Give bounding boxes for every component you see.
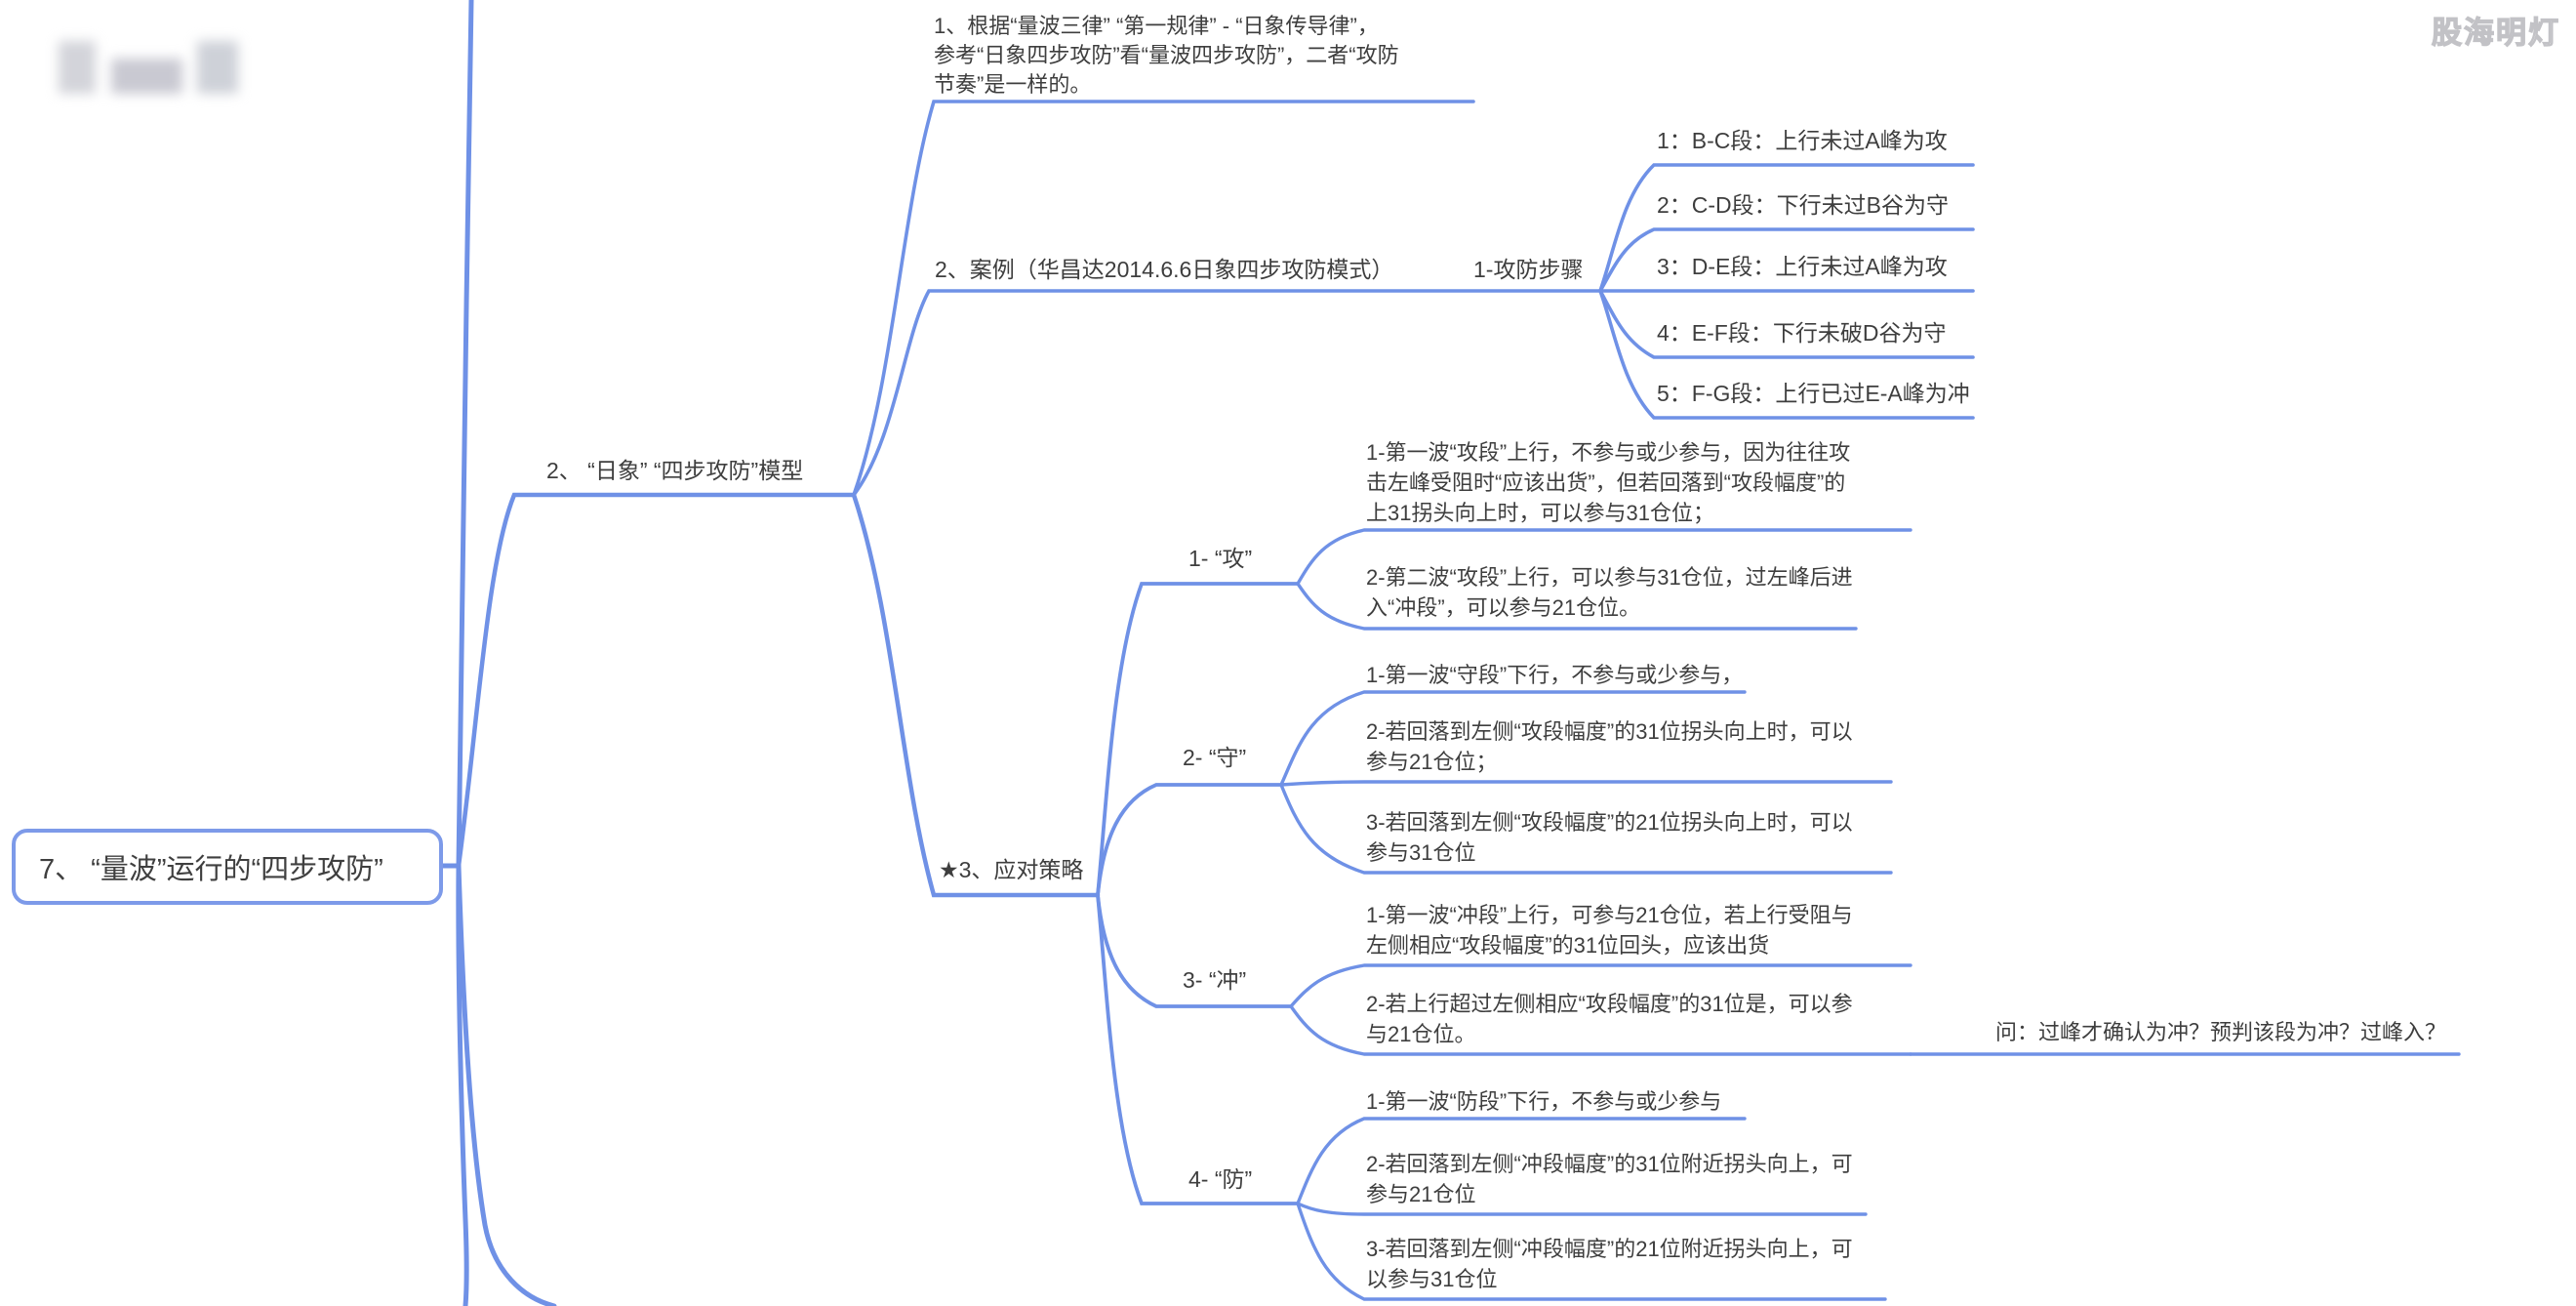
logo-block xyxy=(197,41,238,94)
node-attack[interactable]: 1- “攻” xyxy=(1188,546,1253,571)
node-attack-item-2[interactable]: 2-第二波“攻段”上行，可以参与31仓位，过左峰后进 入“冲段”，可以参与21仓… xyxy=(1366,565,1853,620)
node-guard[interactable]: 2- “守” xyxy=(1183,745,1247,770)
node-guard-item-2[interactable]: 2-若回落到左侧“攻段幅度”的31位拐头向上时，可以 参与21仓位； xyxy=(1366,719,1853,774)
node-steps-group[interactable]: 1-攻防步骤 xyxy=(1473,257,1584,282)
node-step-3[interactable]: 3：D-E段：上行未过A峰为攻 xyxy=(1657,254,1948,279)
root-node[interactable]: 7、 “量波”运行的“四步攻防” xyxy=(12,829,443,905)
node-step-4[interactable]: 4：E-F段：下行未破D谷为守 xyxy=(1657,320,1947,346)
node-defense[interactable]: 4- “防” xyxy=(1188,1166,1253,1192)
node-rush-item-1[interactable]: 1-第一波“冲段”上行，可参与21仓位，若上行受阻与 左侧相应“攻段幅度”的31… xyxy=(1366,903,1853,958)
logo-block xyxy=(59,41,96,94)
watermark-text: 股海明灯 xyxy=(2431,15,2560,50)
node-defense-item-1[interactable]: 1-第一波“防段”下行，不参与或少参与 xyxy=(1366,1089,1722,1114)
blurred-logo xyxy=(47,37,247,98)
node-case[interactable]: 2、案例（华昌达2014.6.6日象四步攻防模式） xyxy=(935,257,1394,282)
root-node-label: 7、 “量波”运行的“四步攻防” xyxy=(39,854,383,885)
node-model[interactable]: 2、 “日象” “四步攻防”模型 xyxy=(546,458,804,483)
node-rush[interactable]: 3- “冲” xyxy=(1183,967,1247,993)
logo-block xyxy=(111,59,182,94)
node-defense-item-2[interactable]: 2-若回落到左侧“冲段幅度”的31位附近拐头向上，可 参与21仓位 xyxy=(1366,1152,1853,1206)
node-defense-item-3[interactable]: 3-若回落到左侧“冲段幅度”的21位附近拐头向上，可 以参与31仓位 xyxy=(1366,1237,1853,1291)
node-rush-question[interactable]: 问：过峰才确认为冲？预判该段为冲？过峰入？ xyxy=(1995,1020,2447,1044)
node-note[interactable]: 1、根据“量波三律” “第一规律” - “日象传导律”， 参考“日象四步攻防”看… xyxy=(934,14,1399,97)
node-step-5[interactable]: 5：F-G段：上行已过E-A峰为冲 xyxy=(1657,381,1970,406)
node-attack-item-1[interactable]: 1-第一波“攻段”上行，不参与或少参与，因为往往攻 击左峰受阻时“应该出货”，但… xyxy=(1366,440,1851,525)
node-guard-item-3[interactable]: 3-若回落到左侧“攻段幅度”的21位拐头向上时，可以 参与31仓位 xyxy=(1366,810,1853,865)
node-strategy[interactable]: ★3、应对策略 xyxy=(939,857,1084,882)
node-guard-item-1[interactable]: 1-第一波“守段”下行，不参与或少参与， xyxy=(1366,663,1744,687)
node-rush-item-2[interactable]: 2-若上行超过左侧相应“攻段幅度”的31位是，可以参 与21仓位。 xyxy=(1366,992,1853,1046)
node-step-2[interactable]: 2：C-D段：下行未过B谷为守 xyxy=(1657,192,1950,218)
node-step-1[interactable]: 1：B-C段：上行未过A峰为攻 xyxy=(1657,128,1948,153)
